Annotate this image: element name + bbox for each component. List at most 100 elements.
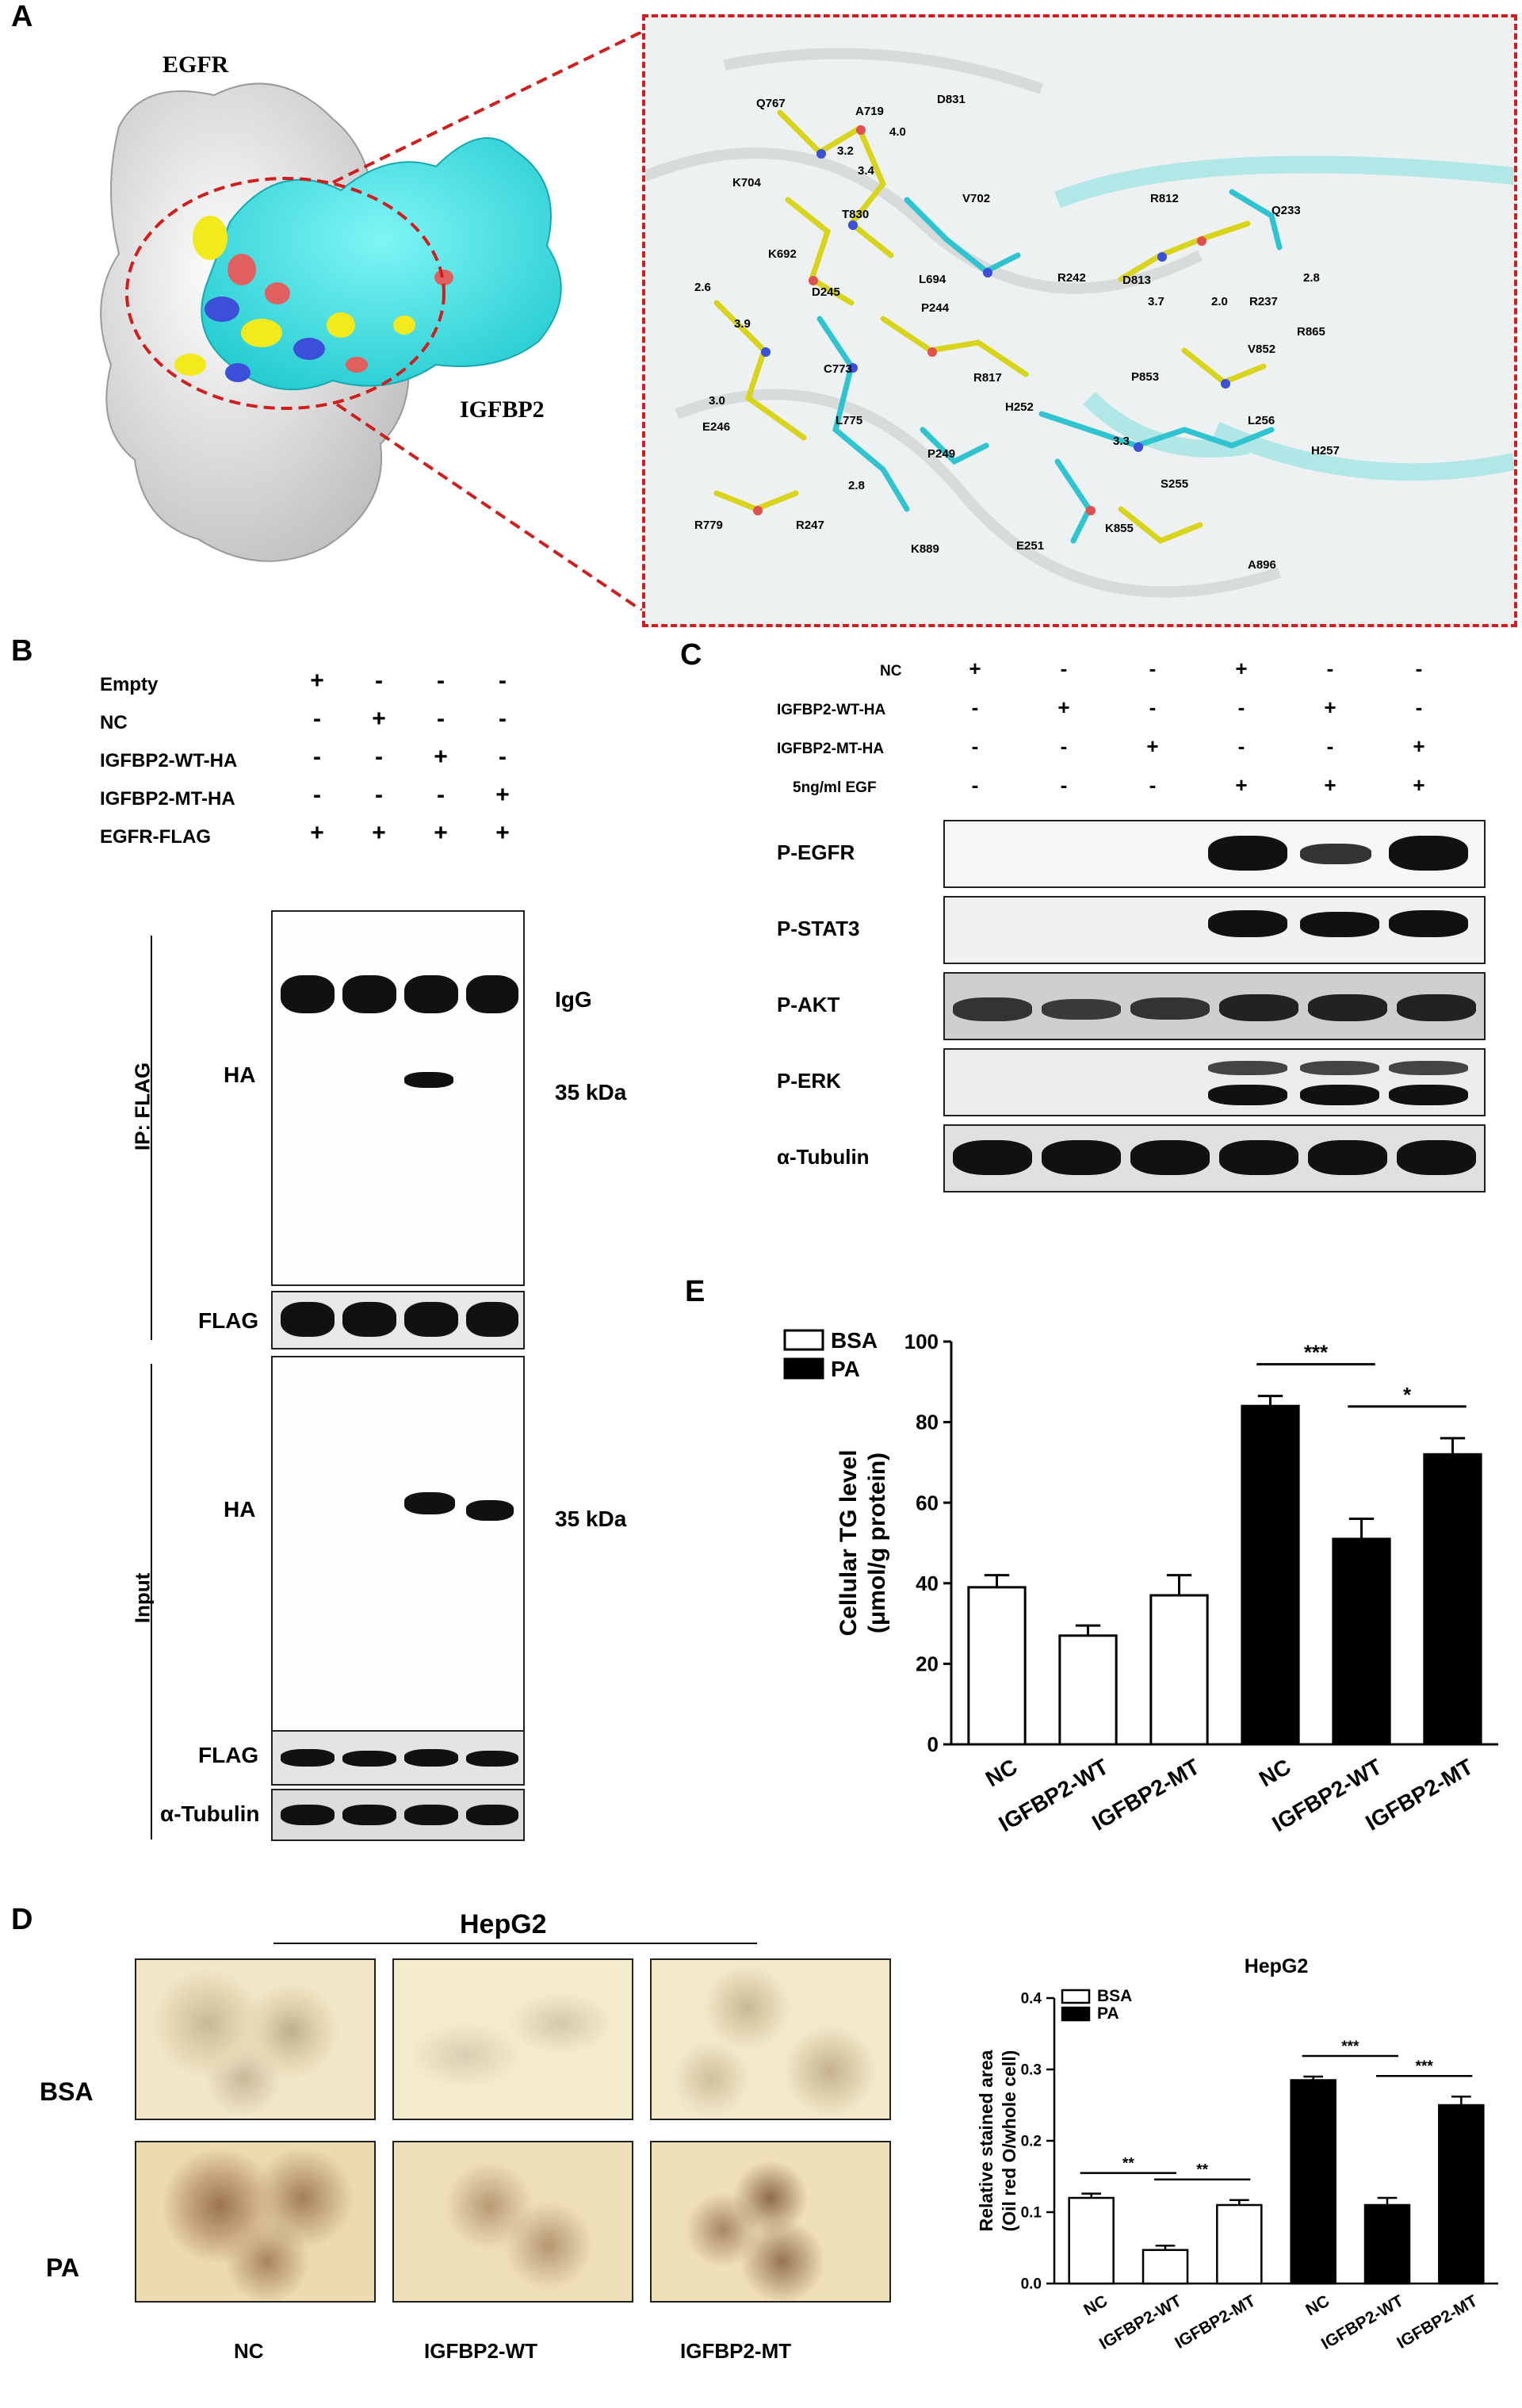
label-p-egfr: P-EGFR	[777, 840, 855, 864]
input-tubulin-label: α-Tubulin	[160, 1801, 260, 1826]
residue-label: P853	[1131, 370, 1160, 384]
panel-b-sign: +	[310, 668, 324, 694]
residue-label: R817	[973, 371, 1002, 385]
panel-c-sign: -	[1237, 734, 1245, 758]
x-category-label: IGFBP2-MT	[1394, 2291, 1481, 2352]
residue-label: K692	[768, 247, 797, 261]
panel-b-sign: +	[434, 820, 448, 846]
residue-label: 4.0	[889, 125, 906, 139]
y-tick-label: 80	[916, 1411, 939, 1434]
input-side-label: Input	[130, 1572, 155, 1624]
egfr-igfbp2-surface-model	[100, 32, 644, 611]
label-p-erk: P-ERK	[777, 1069, 841, 1093]
panel-b-row-label: IGFBP2-MT-HA	[100, 788, 235, 810]
micrograph-pa-wt	[392, 2141, 633, 2303]
x-category-label: IGFBP2-WT	[1318, 2291, 1407, 2353]
tubulin-band-c6	[1397, 1140, 1476, 1175]
panel-c-row-label: 5ng/ml EGF	[793, 779, 877, 796]
panel-c-sign: -	[971, 773, 979, 797]
p-akt-band-2	[1042, 999, 1121, 1020]
tubulin-band-c1	[953, 1140, 1032, 1175]
residue-label: 2.0	[1211, 295, 1228, 308]
bar-pa	[1290, 2079, 1337, 2285]
x-category-label: NC	[1302, 2291, 1333, 2319]
ip-flag-label: FLAG	[198, 1308, 259, 1333]
panel-b-sign: -	[499, 706, 507, 732]
residue-label: D831	[937, 93, 966, 106]
panel-c-sign: -	[971, 695, 979, 719]
y-tick-label: 0.3	[1021, 2062, 1042, 2079]
y-tick-label: 100	[904, 1330, 939, 1353]
igg-label: IgG	[555, 987, 592, 1012]
residue-label: 2.6	[694, 281, 711, 294]
panel-b-row-label: IGFBP2-WT-HA	[100, 750, 238, 771]
panel-letter-d: D	[11, 1903, 33, 1936]
bar-bsa	[1058, 1634, 1118, 1746]
p-erk-upper-4	[1208, 1061, 1287, 1075]
residue-label: D813	[1122, 274, 1151, 287]
bar-bsa	[1068, 2196, 1115, 2285]
residue-label: L694	[919, 273, 946, 286]
igfbp2-label: IGFBP2	[460, 396, 545, 423]
residue-label: Q767	[756, 97, 786, 110]
panel-b-sign: -	[375, 782, 383, 808]
panel-b-sign: -	[437, 706, 445, 732]
micrograph-bsa-wt	[392, 1958, 633, 2120]
legend-label: PA	[831, 1357, 860, 1381]
panel-c-row-label: IGFBP2-WT-HA	[777, 702, 886, 718]
igg-band-2	[342, 975, 396, 1013]
flag-band-4	[466, 1302, 518, 1337]
residue-label: R812	[1150, 192, 1179, 205]
y-tick-label: 0	[927, 1732, 939, 1756]
p-akt-band-4	[1219, 994, 1298, 1021]
panel-c-row-label: NC	[880, 663, 902, 680]
blot-p-egfr	[943, 820, 1486, 888]
legend-label: BSA	[1097, 1987, 1132, 2005]
panel-c-sign: -	[1326, 657, 1334, 680]
flag-band-3	[404, 1302, 458, 1337]
blot-p-erk	[943, 1048, 1486, 1116]
panel-c-sign: +	[1146, 734, 1159, 758]
residue-label: E246	[702, 420, 731, 434]
bar-bsa	[967, 1586, 1027, 1746]
residue-label: H252	[1005, 400, 1034, 414]
panel-b-sign: +	[495, 782, 510, 808]
significance-mark: **	[1122, 2156, 1134, 2173]
p-stat3-band-4	[1208, 910, 1287, 937]
bar-pa	[1363, 2203, 1411, 2285]
kda-label-ip: 35 kDa	[555, 1080, 627, 1104]
legend-swatch-bsa	[783, 1329, 824, 1351]
p-akt-band-1	[953, 997, 1032, 1021]
legend-swatch-pa	[783, 1357, 824, 1380]
y-axis-label: (Oil red O/whole cell)	[999, 2050, 1019, 2232]
p-egfr-band-5	[1300, 844, 1371, 864]
micrograph-pa-mt	[650, 2141, 891, 2303]
residue-label: E251	[1016, 539, 1045, 553]
flag-band-1	[281, 1302, 335, 1337]
ip-ha-blot	[271, 910, 525, 1286]
chart-title: HepG2	[1245, 1955, 1309, 1977]
panel-c-sign: -	[1149, 773, 1157, 797]
blot-c-tubulin	[943, 1124, 1486, 1193]
tubulin-band-c4	[1219, 1140, 1298, 1175]
residue-label: K704	[732, 176, 761, 190]
panel-b-sign: +	[372, 820, 386, 846]
blot-p-stat3	[943, 896, 1486, 964]
tubulin-band-c3	[1130, 1140, 1210, 1175]
micrograph-bsa-mt	[650, 1958, 891, 2120]
residue-label: Q233	[1272, 204, 1301, 217]
tubulin-band-b1	[281, 1805, 335, 1825]
y-tick-label: 0.2	[1021, 2134, 1042, 2150]
panel-c-sign: +	[1324, 773, 1337, 797]
significance-mark: **	[1196, 2162, 1208, 2179]
x-category-label: NC	[1080, 2291, 1111, 2319]
bar-pa	[1241, 1404, 1300, 1746]
panel-b-sign: +	[434, 744, 448, 770]
panel-b-sign: +	[495, 820, 510, 846]
residue-label: R247	[796, 519, 824, 532]
panel-b-row-label: Empty	[100, 674, 159, 695]
legend-label: BSA	[831, 1328, 878, 1353]
p-erk-lower-4	[1208, 1085, 1287, 1105]
input-flag-label: FLAG	[198, 1743, 259, 1767]
